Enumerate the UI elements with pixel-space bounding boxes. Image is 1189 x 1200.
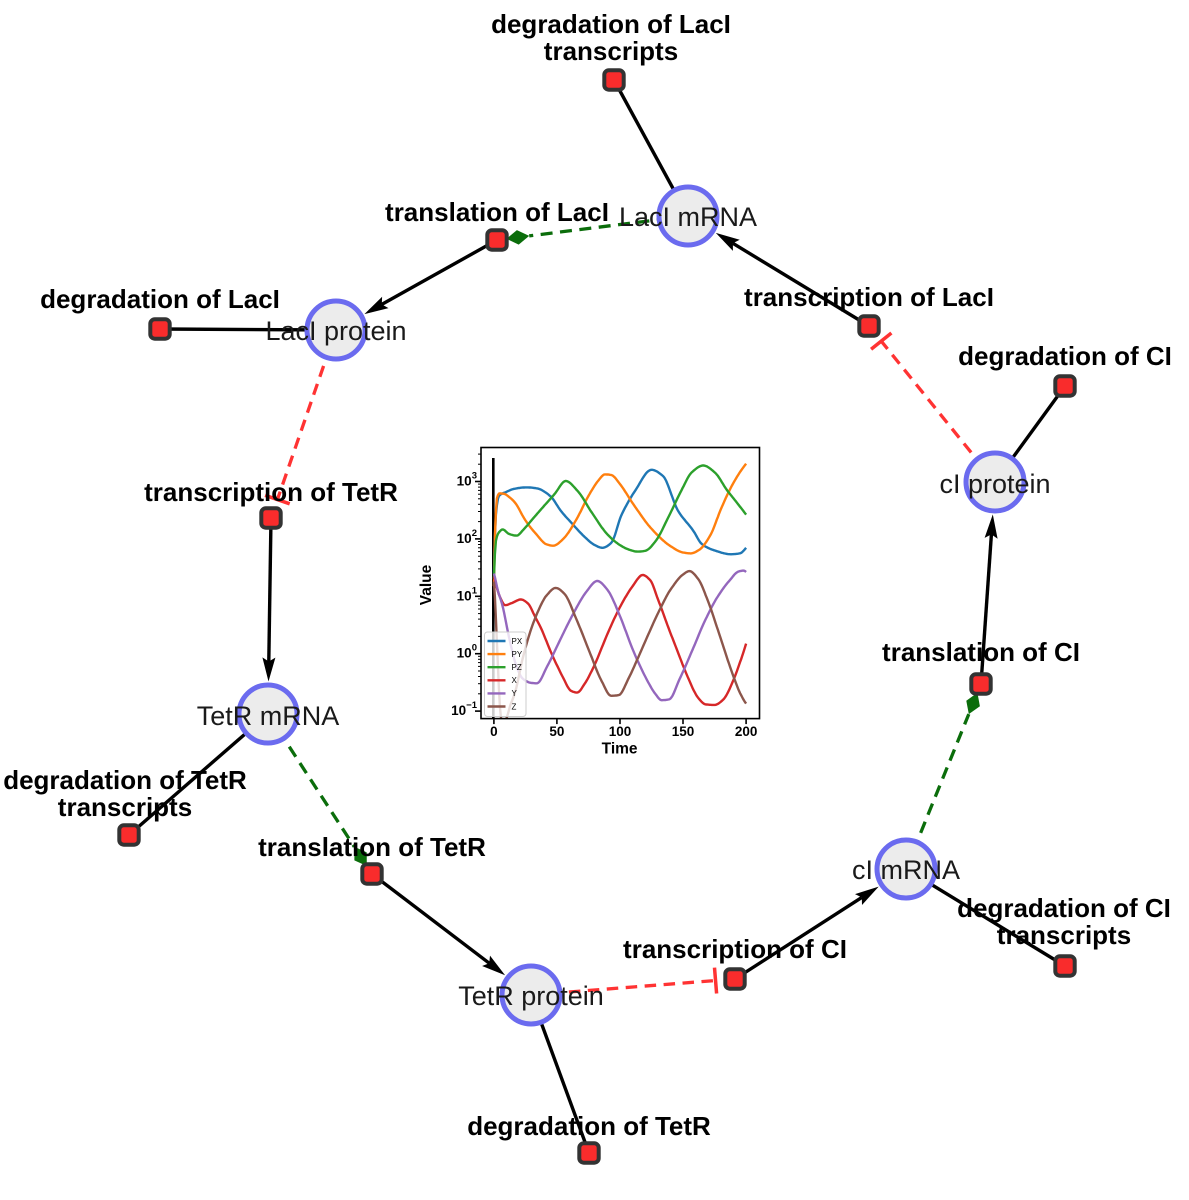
svg-text:degradation of LacI: degradation of LacI [491, 9, 731, 39]
svg-text:LacI mRNA: LacI mRNA [619, 202, 757, 232]
svg-text:Value: Value [418, 564, 435, 605]
svg-text:0: 0 [490, 724, 498, 739]
svg-text:translation of TetR: translation of TetR [258, 832, 486, 862]
svg-text:TetR mRNA: TetR mRNA [197, 701, 340, 731]
svg-text:transcription of CI: transcription of CI [623, 934, 847, 964]
svg-text:100: 100 [609, 724, 632, 739]
svg-text:102: 102 [457, 528, 477, 546]
svg-text:degradation of CI: degradation of CI [958, 341, 1172, 371]
svg-text:103: 103 [457, 471, 477, 489]
svg-text:101: 101 [457, 585, 478, 603]
svg-text:TetR protein: TetR protein [458, 981, 604, 1011]
svg-text:degradation of LacI: degradation of LacI [40, 284, 280, 314]
svg-text:LacI protein: LacI protein [265, 316, 406, 346]
svg-text:degradation of TetR: degradation of TetR [467, 1111, 711, 1141]
svg-text:Time: Time [602, 741, 638, 758]
svg-text:transcription of TetR: transcription of TetR [144, 477, 398, 507]
svg-text:transcripts: transcripts [58, 792, 192, 822]
svg-text:transcription of LacI: transcription of LacI [744, 282, 994, 312]
svg-text:X: X [512, 676, 518, 685]
svg-text:Y: Y [512, 689, 518, 698]
svg-text:cI protein: cI protein [939, 469, 1050, 499]
svg-text:transcripts: transcripts [544, 36, 678, 66]
svg-text:100: 100 [457, 643, 477, 661]
svg-text:transcripts: transcripts [997, 920, 1131, 950]
svg-text:degradation of CI: degradation of CI [957, 893, 1171, 923]
svg-text:PY: PY [512, 650, 523, 659]
svg-text:150: 150 [672, 724, 695, 739]
svg-text:Z: Z [512, 702, 517, 711]
svg-text:200: 200 [735, 724, 758, 739]
svg-text:translation of LacI: translation of LacI [385, 197, 609, 227]
svg-text:PZ: PZ [512, 663, 522, 672]
svg-text:degradation of TetR: degradation of TetR [3, 765, 247, 795]
svg-text:translation of CI: translation of CI [882, 637, 1080, 667]
svg-text:PX: PX [512, 637, 523, 646]
svg-text:50: 50 [549, 724, 564, 739]
svg-text:10−1: 10−1 [451, 700, 478, 718]
svg-text:cI mRNA: cI mRNA [852, 855, 960, 885]
